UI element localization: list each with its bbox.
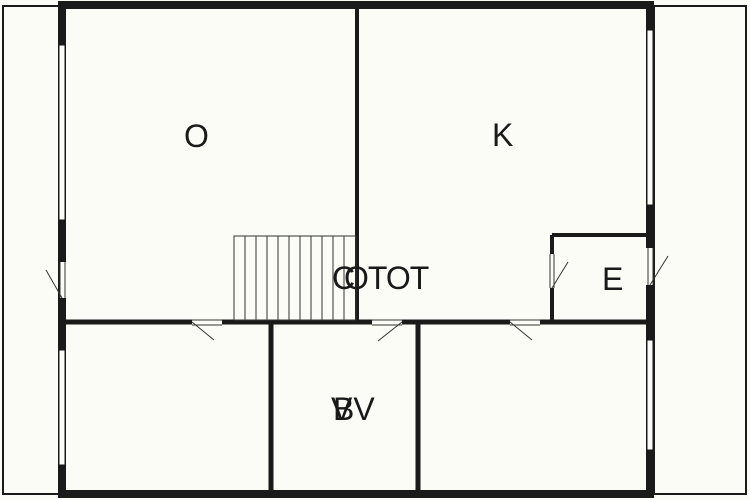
room-label-k: K [492, 117, 513, 153]
room-label-o: O [184, 118, 209, 154]
room-label-e: E [602, 261, 623, 297]
door-room-bv [372, 319, 403, 342]
room-label-bv: BV [333, 391, 375, 427]
interior-walls [62, 5, 650, 494]
door-room-e [549, 254, 569, 289]
window-left-lower [58, 349, 66, 466]
door-room-left-lower [191, 319, 222, 341]
room-label-hall: OTOT [344, 260, 429, 296]
staircase [233, 235, 357, 321]
left-side-panel [2, 5, 60, 495]
window-right-lower [646, 339, 654, 451]
doors [45, 248, 669, 342]
door-room-right-lower [509, 319, 540, 341]
window-left-upper [58, 44, 66, 221]
door-exit-right [647, 248, 669, 286]
door-entrance-left [45, 262, 66, 299]
windows [58, 29, 654, 466]
room-label-bv-overlap: V [331, 391, 352, 427]
room-label-hall-overlap: C [332, 260, 355, 296]
window-right-upper [646, 29, 654, 206]
right-side-panel [653, 5, 747, 495]
